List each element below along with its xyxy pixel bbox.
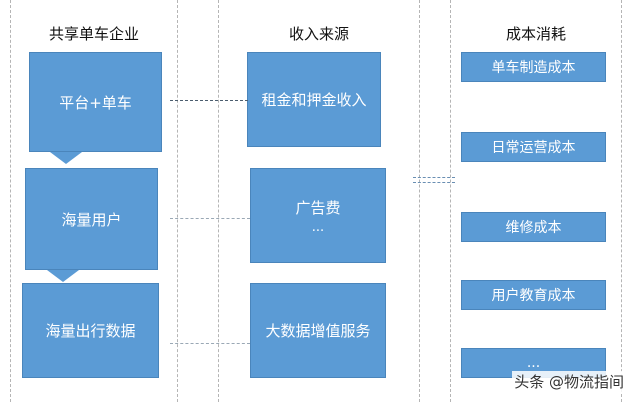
panel-cost: 成本消耗 [450, 0, 622, 402]
panel-title-cost: 成本消耗 [505, 25, 566, 43]
box-big-data: 大数据增值服务 [250, 283, 386, 378]
connector-users-to-ad [170, 218, 250, 219]
arrow-down-2 [47, 270, 79, 282]
arrow-down-1 [50, 152, 82, 164]
box-manufacturing-cost: 单车制造成本 [461, 52, 606, 82]
box-massive-users: 海量用户 [25, 168, 158, 270]
box-platform-bike: 平台+单车 [29, 52, 162, 152]
box-operating-cost: 日常运营成本 [461, 132, 606, 162]
box-ad-fee: 广告费 ... [250, 168, 386, 263]
box-manufacturing-cost-label: 单车制造成本 [491, 60, 576, 76]
box-repair-cost-label: 维修成本 [505, 220, 562, 236]
box-travel-data-label: 海量出行数据 [45, 322, 136, 340]
panel-title-revenue: 收入来源 [288, 25, 349, 43]
box-repair-cost: 维修成本 [461, 212, 606, 242]
box-ad-fee-label: 广告费 [295, 198, 341, 217]
box-rent-deposit: 租金和押金收入 [247, 52, 381, 147]
box-travel-data: 海量出行数据 [22, 283, 159, 378]
box-big-data-label: 大数据增值服务 [265, 322, 371, 340]
box-education-cost: 用户教育成本 [461, 280, 606, 310]
watermark: 头条 @物流指间 [512, 371, 626, 392]
box-ad-fee-ellipsis: ... [311, 219, 325, 235]
box-education-cost-label: 用户教育成本 [491, 288, 576, 304]
connector-revenue-to-cost [413, 177, 455, 178]
box-operating-cost-label: 日常运营成本 [491, 140, 576, 156]
panel-revenue: 收入来源 [218, 0, 420, 402]
box-platform-bike-label: 平台+单车 [59, 93, 132, 112]
box-rent-deposit-label: 租金和押金收入 [261, 91, 367, 109]
connector-data-to-bigdata [170, 343, 250, 344]
box-ellipsis-label: ... [526, 355, 541, 371]
box-massive-users-label: 海量用户 [61, 210, 122, 229]
connector-revenue-to-cost-2 [413, 182, 455, 183]
connector-platform-to-rent [170, 100, 248, 101]
panel-enterprise: 共享单车企业 [10, 0, 178, 402]
panel-title-enterprise: 共享单车企业 [48, 25, 139, 43]
